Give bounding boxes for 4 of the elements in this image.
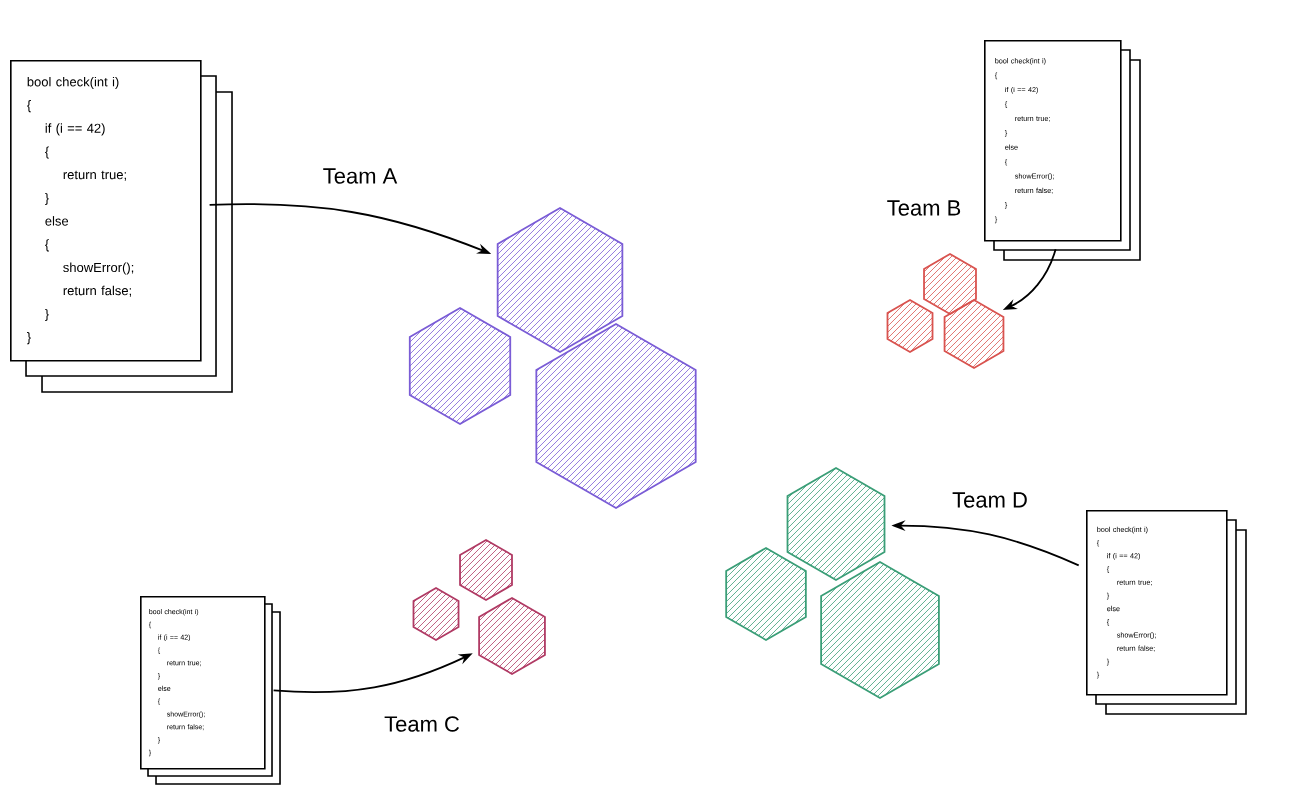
edge-label: Team C [382,714,462,734]
edge-label: Team B [884,198,964,218]
edge-label: Team A [320,166,400,186]
edge-label: Team D [950,490,1030,510]
